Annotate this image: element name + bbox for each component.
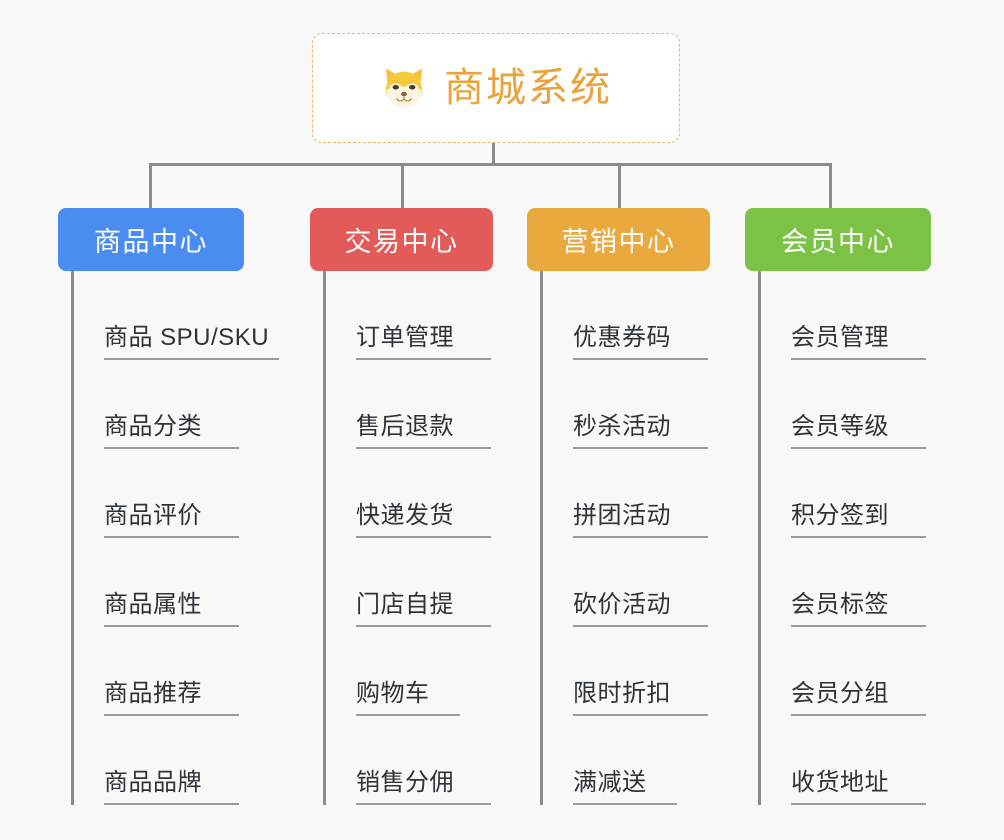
- branch-trade-center: 交易中心 订单管理 售后退款 快递发货 门店自提 购物车 销售分佣: [310, 208, 493, 805]
- leaf-label: 商品品牌: [104, 762, 239, 805]
- list-item[interactable]: 商品分类: [74, 360, 244, 449]
- leaf-label: 商品分类: [104, 406, 239, 449]
- leaf-label: 会员标签: [791, 584, 926, 627]
- list-item[interactable]: 会员标签: [761, 538, 931, 627]
- leaf-list-marketing-center: 优惠券码 秒杀活动 拼团活动 砍价活动 限时折扣 满减送: [540, 271, 710, 805]
- leaf-label: 订单管理: [356, 317, 491, 360]
- list-item[interactable]: 收货地址: [761, 716, 931, 805]
- leaf-list-trade-center: 订单管理 售后退款 快递发货 门店自提 购物车 销售分佣: [323, 271, 493, 805]
- root-node-label: 商城系统: [444, 66, 612, 110]
- leaf-label: 限时折扣: [573, 673, 708, 716]
- connector-horizontal-bus: [149, 163, 832, 166]
- leaf-label: 售后退款: [356, 406, 491, 449]
- list-item[interactable]: 限时折扣: [543, 627, 710, 716]
- category-header-marketing-center[interactable]: 营销中心: [527, 208, 710, 271]
- category-header-member-center[interactable]: 会员中心: [745, 208, 931, 271]
- list-item[interactable]: 门店自提: [326, 538, 493, 627]
- list-item[interactable]: 商品评价: [74, 449, 244, 538]
- list-item[interactable]: 商品推荐: [74, 627, 244, 716]
- branch-marketing-center: 营销中心 优惠券码 秒杀活动 拼团活动 砍价活动 限时折扣 满减送: [527, 208, 710, 805]
- category-header-trade-center[interactable]: 交易中心: [310, 208, 493, 271]
- list-item[interactable]: 砍价活动: [543, 538, 710, 627]
- leaf-label: 商品推荐: [104, 673, 239, 716]
- list-item[interactable]: 销售分佣: [326, 716, 493, 805]
- category-label: 商品中心: [94, 227, 208, 257]
- leaf-label: 秒杀活动: [573, 406, 708, 449]
- connector-drop-1: [149, 163, 152, 208]
- root-node-shop-system[interactable]: 商城系统: [312, 33, 680, 143]
- leaf-label: 会员管理: [791, 317, 926, 360]
- connector-drop-2: [401, 163, 404, 208]
- leaf-label: 砍价活动: [573, 584, 708, 627]
- leaf-label: 拼团活动: [573, 495, 708, 538]
- shiba-dog-face-icon: [386, 68, 422, 108]
- category-label: 交易中心: [344, 227, 459, 257]
- leaf-list-product-center: 商品 SPU/SKU 商品分类 商品评价 商品属性 商品推荐 商品品牌: [71, 271, 279, 805]
- leaf-label: 优惠券码: [573, 317, 708, 360]
- branch-product-center: 商品中心 商品 SPU/SKU 商品分类 商品评价 商品属性 商品推荐 商品品牌: [58, 208, 279, 805]
- list-item[interactable]: 快递发货: [326, 449, 493, 538]
- connector-drop-4: [829, 163, 832, 208]
- list-item[interactable]: 会员等级: [761, 360, 931, 449]
- leaf-label: 商品属性: [104, 584, 239, 627]
- leaf-label: 会员分组: [791, 673, 926, 716]
- list-item[interactable]: 拼团活动: [543, 449, 710, 538]
- list-item[interactable]: 商品属性: [74, 538, 244, 627]
- category-label: 营销中心: [561, 227, 676, 257]
- list-item[interactable]: 满减送: [543, 716, 710, 805]
- list-item[interactable]: 会员管理: [761, 271, 931, 360]
- connector-root-stem: [492, 143, 495, 165]
- list-item[interactable]: 购物车: [326, 627, 493, 716]
- connector-drop-3: [618, 163, 621, 208]
- leaf-label: 门店自提: [356, 584, 491, 627]
- list-item[interactable]: 会员分组: [761, 627, 931, 716]
- leaf-label: 销售分佣: [356, 762, 491, 805]
- category-header-product-center[interactable]: 商品中心: [58, 208, 244, 271]
- leaf-label: 购物车: [356, 673, 460, 716]
- branch-member-center: 会员中心 会员管理 会员等级 积分签到 会员标签 会员分组 收货地址: [745, 208, 931, 805]
- leaf-label: 快递发货: [356, 495, 491, 538]
- leaf-label: 积分签到: [791, 495, 926, 538]
- leaf-list-member-center: 会员管理 会员等级 积分签到 会员标签 会员分组 收货地址: [758, 271, 931, 805]
- list-item[interactable]: 商品 SPU/SKU: [74, 271, 279, 360]
- list-item[interactable]: 订单管理: [326, 271, 493, 360]
- leaf-label: 收货地址: [791, 762, 926, 805]
- leaf-label: 满减送: [573, 762, 677, 805]
- leaf-label: 会员等级: [791, 406, 926, 449]
- list-item[interactable]: 优惠券码: [543, 271, 710, 360]
- category-label: 会员中心: [781, 227, 895, 257]
- leaf-label: 商品评价: [104, 495, 239, 538]
- leaf-label: 商品 SPU/SKU: [104, 317, 279, 360]
- list-item[interactable]: 秒杀活动: [543, 360, 710, 449]
- list-item[interactable]: 商品品牌: [74, 716, 244, 805]
- list-item[interactable]: 积分签到: [761, 449, 931, 538]
- list-item[interactable]: 售后退款: [326, 360, 493, 449]
